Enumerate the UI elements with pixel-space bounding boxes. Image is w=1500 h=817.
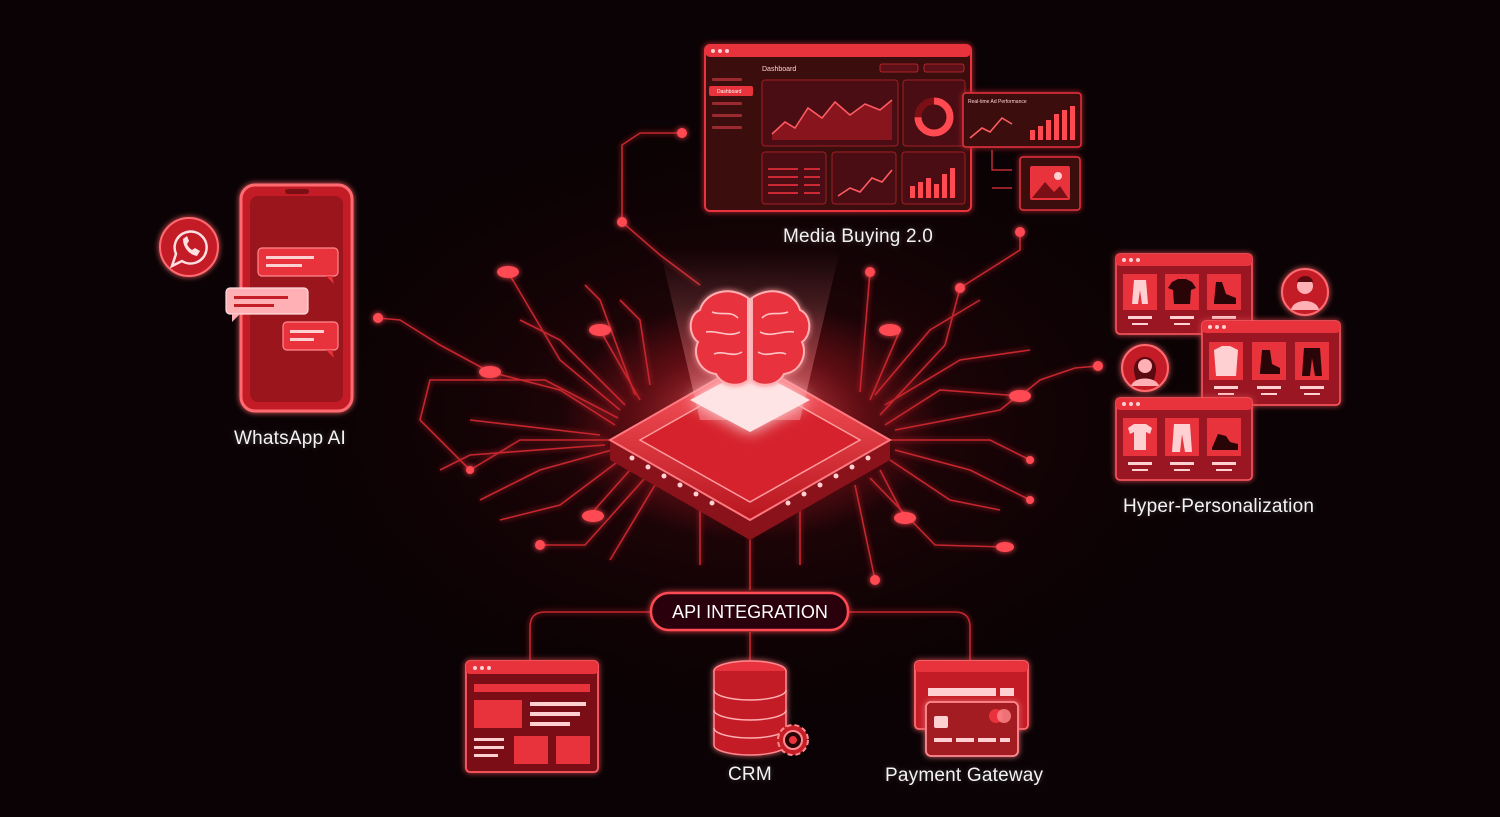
dashboard-titlebar (705, 45, 971, 57)
image-icon (1030, 166, 1070, 200)
node (373, 313, 383, 323)
whatsapp-phone (159, 183, 354, 413)
node (1015, 227, 1025, 237)
circuit-nodes (373, 128, 1103, 585)
sidebar-item-active[interactable] (709, 86, 753, 96)
web-app-window (465, 660, 599, 773)
ad-performance-panel (962, 92, 1082, 148)
shoe-icon (1260, 350, 1280, 374)
dashboard-filter[interactable] (879, 63, 919, 73)
chip-pins (629, 455, 871, 506)
node (479, 366, 501, 378)
brain-icon (689, 290, 811, 386)
dashboard-title: Dashboard (762, 66, 796, 73)
node (497, 266, 519, 278)
api-pill (649, 591, 850, 632)
credit-card-icon (925, 701, 1019, 757)
node (894, 512, 916, 524)
node (1026, 456, 1034, 464)
node (617, 217, 627, 227)
node (582, 510, 604, 522)
shirt-icon (1168, 279, 1196, 304)
node (955, 283, 965, 293)
shoe-icon (1212, 434, 1238, 450)
node (589, 324, 611, 336)
bar-panel (901, 151, 966, 205)
user-avatar-icon (1121, 344, 1169, 392)
personalization-cards (1115, 253, 1341, 481)
pants-icon (1302, 348, 1322, 376)
whatsapp-icon (159, 217, 219, 277)
node (1009, 390, 1031, 402)
glow-pad (690, 368, 810, 432)
pants-icon (1132, 280, 1148, 304)
node (1093, 361, 1103, 371)
ad-performance-title: Real-time Ad Performance (968, 99, 1027, 105)
node (466, 466, 474, 474)
media-buying-dashboard: Dashboard Dashboard (704, 44, 1082, 212)
api-integration-badge[interactable]: API INTEGRATION (649, 591, 850, 632)
node (996, 542, 1014, 552)
pants-icon (1172, 424, 1192, 452)
payment-gateway-window (914, 660, 1029, 757)
crm-label: CRM (728, 764, 772, 785)
gear-icon (777, 724, 809, 756)
node (870, 575, 880, 585)
shirt-icon (1128, 424, 1152, 450)
node (865, 267, 875, 277)
donut-chart (914, 97, 954, 137)
dashboard-filter[interactable] (923, 63, 965, 73)
chat-bubbles (225, 247, 339, 358)
node (535, 540, 545, 550)
whatsapp-ai-label: WhatsApp AI (234, 428, 347, 449)
payment-gateway-label: Payment Gateway (885, 765, 1044, 786)
shirt-icon (1214, 346, 1238, 376)
media-buying-label: Media Buying 2.0 (783, 226, 934, 247)
shoe-icon (1214, 282, 1236, 304)
node (677, 128, 687, 138)
api-integration-label: API INTEGRATION (672, 602, 828, 622)
user-avatar-icon (1281, 268, 1329, 316)
sidebar-item-label: Dashboard (717, 89, 742, 95)
hyper-personalization-label: Hyper-Personalization (1123, 496, 1315, 517)
node (1026, 496, 1034, 504)
database-icon (713, 660, 787, 756)
node (879, 324, 901, 336)
trend-panel (831, 151, 897, 205)
